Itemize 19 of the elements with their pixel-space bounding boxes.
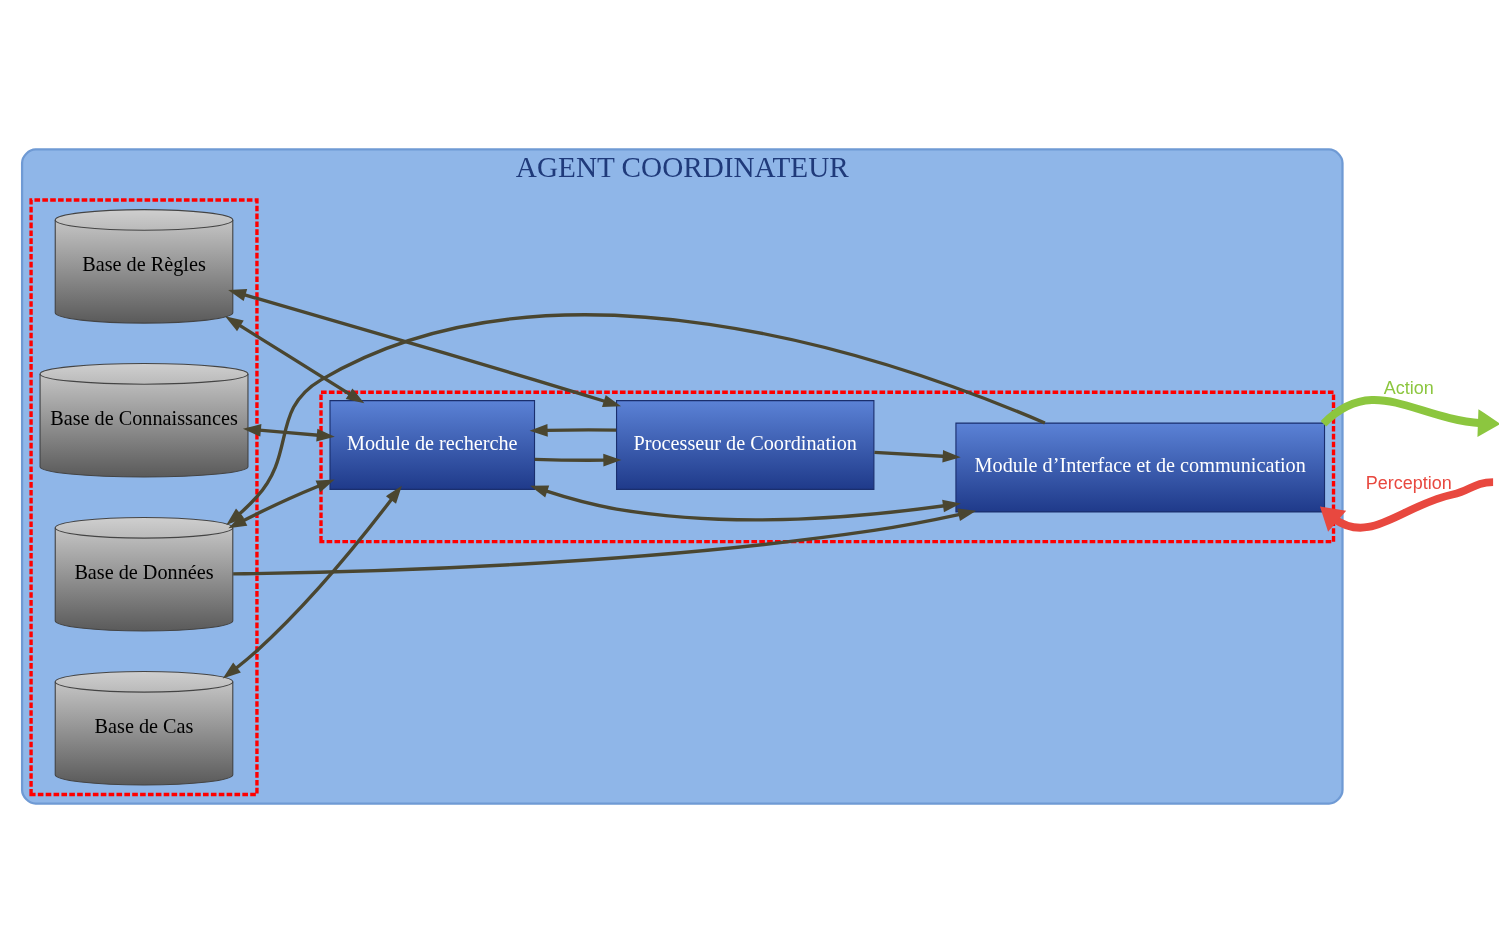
arrow	[228, 479, 335, 528]
cluster	[29, 197, 259, 796]
arrow	[225, 315, 365, 403]
arrow	[233, 508, 977, 576]
cluster	[319, 390, 1336, 543]
node-box: Module de recherche	[329, 399, 536, 490]
arrow	[222, 485, 402, 678]
arrow	[242, 423, 335, 441]
edge-label: Perception	[1365, 472, 1452, 493]
node-box: Module d’Interface et de communication	[955, 422, 1326, 512]
arrow	[226, 312, 1046, 525]
arrow	[529, 423, 617, 437]
edge-label: Action	[1383, 377, 1434, 398]
arrow	[1320, 395, 1499, 437]
arrow	[530, 484, 961, 521]
arrow	[534, 453, 622, 466]
arrow	[228, 288, 622, 407]
node-box: Processeur de Coordination	[616, 399, 875, 490]
arrow	[874, 449, 961, 463]
